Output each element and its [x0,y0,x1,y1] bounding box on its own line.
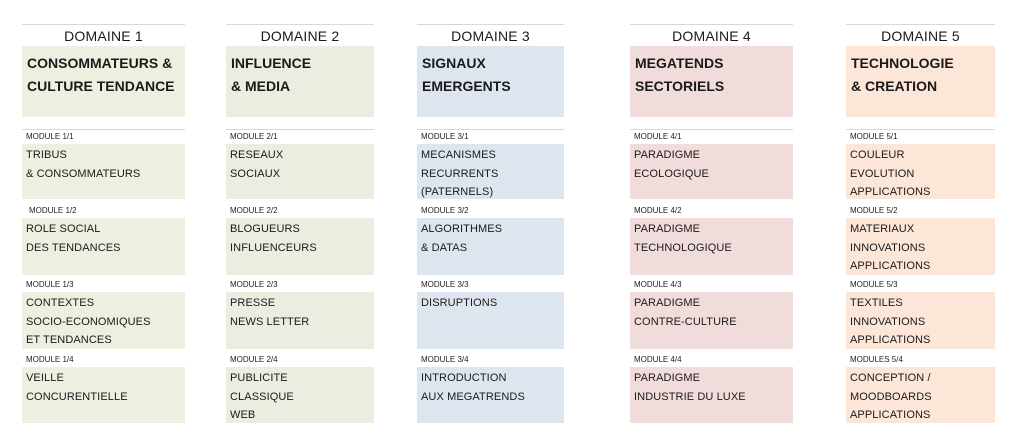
domain-title: DOMAINE 2 [226,24,374,47]
module-title: MATERIAUX INNOVATIONS APPLICATIONS [850,223,931,272]
module-title: BLOGUEURS INFLUENCEURS [230,223,317,254]
module-title: PARADIGME CONTRE-CULTURE [634,297,737,328]
divider [22,129,185,130]
module-code: MODULE 3/3 [421,280,469,289]
domain-header-box: MEGATENDS SECTORIELS [630,46,793,117]
domain-header-box: SIGNAUX EMERGENTS [417,46,564,117]
domain-title: DOMAINE 4 [630,24,793,47]
module-box: CONCEPTION / MOODBOARDS APPLICATIONS [846,367,995,423]
module-code: MODULE 4/3 [634,280,682,289]
module-title: PARADIGME INDUSTRIE DU LUXE [634,372,746,403]
module-code: MODULE 1/2 [29,206,77,215]
module-title: TRIBUS & CONSOMMATEURS [26,149,141,180]
domain-name: MEGATENDS SECTORIELS [635,55,725,94]
module-code: MODULE 1/3 [26,280,74,289]
domain-column-5: DOMAINE 5 TECHNOLOGIE & CREATION MODULE … [846,0,995,445]
module-title: DISRUPTIONS [421,297,498,309]
domain-name: TECHNOLOGIE & CREATION [851,55,954,94]
module-code: MODULE 2/2 [230,206,278,215]
module-box: MATERIAUX INNOVATIONS APPLICATIONS [846,218,995,275]
domain-header-box: TECHNOLOGIE & CREATION [846,46,995,117]
module-box: ROLE SOCIAL DES TENDANCES [22,218,185,275]
module-code: MODULE 3/2 [421,206,469,215]
module-code: MODULE 3/1 [421,132,469,141]
module-box: MECANISMES RECURRENTS (PATERNELS) [417,144,564,199]
module-title: COULEUR EVOLUTION APPLICATIONS [850,149,931,198]
module-title: CONTEXTES SOCIO-ECONOMIQUES ET TENDANCES [26,297,151,346]
domain-name: SIGNAUX EMERGENTS [422,55,511,94]
module-box: DISRUPTIONS [417,292,564,349]
domain-name: INFLUENCE & MEDIA [231,55,312,94]
domain-column-3: DOMAINE 3 SIGNAUX EMERGENTS MODULE 3/1 M… [417,0,564,445]
module-title: PARADIGME ECOLOGIQUE [634,149,709,180]
module-code: MODULE 3/4 [421,355,469,364]
domain-title: DOMAINE 5 [846,24,995,47]
module-code: MODULE 5/2 [850,206,898,215]
domain-title: DOMAINE 1 [22,24,185,47]
domain-header-box: INFLUENCE & MEDIA [226,46,374,117]
module-code: MODULE 4/1 [634,132,682,141]
domain-header-box: CONSOMMATEURS & CULTURE TENDANCE [22,46,185,117]
module-box: PARADIGME CONTRE-CULTURE [630,292,793,349]
module-box: PRESSE NEWS LETTER [226,292,374,349]
module-box: PARADIGME TECHNOLOGIQUE [630,218,793,275]
module-title: TEXTILES INNOVATIONS APPLICATIONS [850,297,931,346]
module-box: COULEUR EVOLUTION APPLICATIONS [846,144,995,199]
module-code: MODULE 5/3 [850,280,898,289]
module-title: PUBLICITE CLASSIQUE WEB [230,372,294,421]
module-title: PARADIGME TECHNOLOGIQUE [634,223,732,254]
domain-name: CONSOMMATEURS & CULTURE TENDANCE [27,55,175,94]
module-title: ROLE SOCIAL DES TENDANCES [26,223,121,254]
domain-title: DOMAINE 3 [417,24,564,47]
domain-column-2: DOMAINE 2 INFLUENCE & MEDIA MODULE 2/1 R… [226,0,374,445]
module-box: RESEAUX SOCIAUX [226,144,374,199]
module-code: MODULES 5/4 [850,355,903,364]
module-title: CONCEPTION / MOODBOARDS APPLICATIONS [850,372,932,421]
module-code: MODULE 1/1 [26,132,74,141]
module-title: MECANISMES RECURRENTS (PATERNELS) [421,149,499,198]
module-title: ALGORITHMES & DATAS [421,223,503,254]
module-code: MODULE 2/3 [230,280,278,289]
module-title: INTRODUCTION AUX MEGATRENDS [421,372,525,403]
module-code: MODULE 2/4 [230,355,278,364]
module-title: RESEAUX SOCIAUX [230,149,284,180]
module-box: TRIBUS & CONSOMMATEURS [22,144,185,199]
module-box: INTRODUCTION AUX MEGATRENDS [417,367,564,423]
module-box: PARADIGME ECOLOGIQUE [630,144,793,199]
divider [226,129,374,130]
domain-column-1: DOMAINE 1 CONSOMMATEURS & CULTURE TENDAN… [22,0,185,445]
module-box: BLOGUEURS INFLUENCEURS [226,218,374,275]
module-code: MODULE 4/2 [634,206,682,215]
divider [417,129,564,130]
module-box: CONTEXTES SOCIO-ECONOMIQUES ET TENDANCES [22,292,185,349]
module-code: MODULE 1/4 [26,355,74,364]
divider [846,129,995,130]
domain-column-4: DOMAINE 4 MEGATENDS SECTORIELS MODULE 4/… [630,0,793,445]
module-title: PRESSE NEWS LETTER [230,297,310,328]
module-box: PARADIGME INDUSTRIE DU LUXE [630,367,793,423]
module-code: MODULE 5/1 [850,132,898,141]
module-box: TEXTILES INNOVATIONS APPLICATIONS [846,292,995,349]
module-box: ALGORITHMES & DATAS [417,218,564,275]
module-box: VEILLE CONCURENTIELLE [22,367,185,423]
module-box: PUBLICITE CLASSIQUE WEB [226,367,374,423]
module-title: VEILLE CONCURENTIELLE [26,372,128,403]
module-code: MODULE 4/4 [634,355,682,364]
divider [630,129,793,130]
module-code: MODULE 2/1 [230,132,278,141]
